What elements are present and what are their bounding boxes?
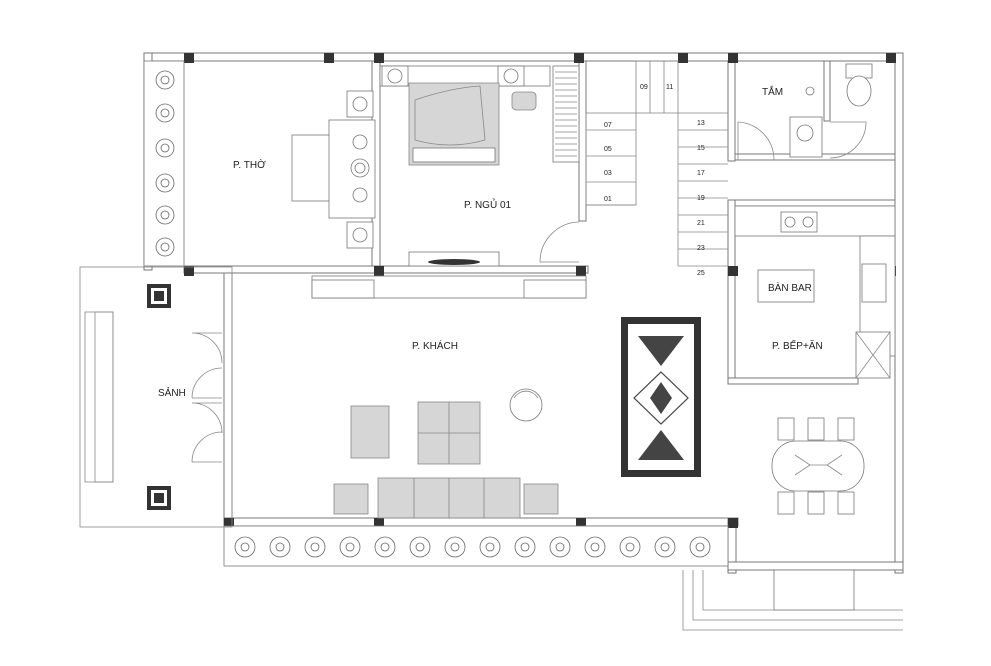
stair-step-number: 05 [604, 146, 612, 153]
sink-icon [805, 86, 815, 96]
stair-step-number: 09 [640, 84, 648, 91]
room-label-tam: TẮM [762, 85, 783, 98]
plant-icon [155, 70, 175, 257]
stair-step-number: 19 [697, 195, 705, 202]
living-room-furniture [333, 388, 559, 519]
bottom-planter [223, 525, 729, 567]
stair-step-number: 03 [604, 170, 612, 177]
plant-icon [234, 536, 711, 558]
left-planter [143, 60, 185, 267]
stair-step-number: 25 [697, 270, 705, 277]
rear-steps [682, 569, 903, 631]
stair-step-number: 01 [604, 196, 612, 203]
stove-icon [780, 211, 818, 233]
room-label-ngu: P. NGỦ 01 [464, 198, 511, 211]
room-label-tho: P. THỜ [233, 158, 266, 171]
room-label-khach: P. KHÁCH [412, 339, 458, 352]
room-label-bep: P. BẾP+ĂN [772, 339, 823, 352]
entrance-porch [79, 266, 233, 528]
stair-step-number: 21 [697, 220, 705, 227]
stair-step-number: 17 [697, 170, 705, 177]
toilet-icon [845, 63, 873, 107]
stair-step-number: 23 [697, 245, 705, 252]
stair-step-number: 13 [697, 120, 705, 127]
staircase [585, 60, 728, 267]
rug-motif-icon [621, 317, 701, 477]
room-labels: P. THỜ P. NGỦ 01 TẮM SẢNH P. KHÁCH BÀN B… [158, 85, 823, 399]
room-label-bar: BÀN BAR [768, 281, 812, 294]
kitchen-furniture [734, 205, 896, 379]
stair-step-number: 15 [697, 145, 705, 152]
tv-console [311, 275, 587, 299]
stair-numbers: 07 05 03 01 09 11 13 15 17 19 21 23 25 [604, 84, 705, 277]
room-label-sanh: SẢNH [158, 386, 186, 399]
bathroom-fixtures [737, 63, 873, 161]
stair-step-number: 07 [604, 122, 612, 129]
bedroom-furniture [379, 65, 580, 289]
dining-set [771, 417, 865, 515]
stair-step-number: 11 [666, 84, 673, 91]
altar-room-furniture [291, 90, 376, 249]
